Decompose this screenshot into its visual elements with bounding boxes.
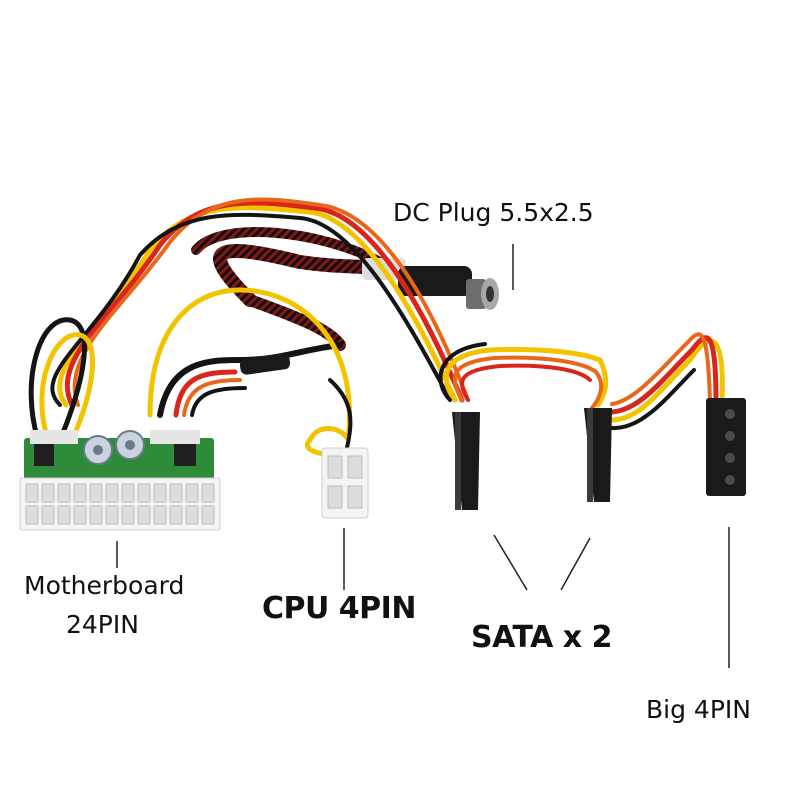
big-4pin-label: Big 4PIN bbox=[646, 695, 751, 724]
cpu-4pin-connector bbox=[321, 447, 369, 519]
big-4pin-connector bbox=[706, 398, 746, 496]
dc-plug-label: DC Plug 5.5x2.5 bbox=[393, 198, 594, 227]
sata-connector-1 bbox=[452, 412, 480, 510]
cpu-4pin-label: CPU 4PIN bbox=[262, 591, 416, 626]
motherboard-24pin-module bbox=[19, 430, 221, 531]
heat-shrink-sleeve bbox=[239, 353, 291, 375]
sata-label: SATA x 2 bbox=[471, 620, 612, 655]
sata-connector-2 bbox=[584, 408, 612, 502]
callout-lines bbox=[116, 244, 730, 668]
wire-harness bbox=[28, 197, 725, 458]
motherboard-pin-label: 24PIN bbox=[66, 610, 139, 639]
motherboard-label: Motherboard bbox=[24, 571, 185, 600]
